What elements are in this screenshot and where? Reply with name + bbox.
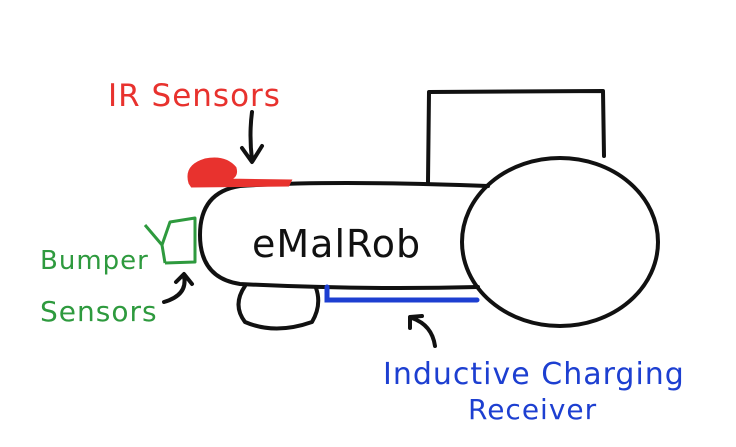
top-box: [426, 89, 606, 184]
charging-receiver: [324, 284, 480, 303]
bumper-sensor: [143, 216, 197, 265]
bumper-label-line1: Bumper: [40, 246, 149, 276]
bumper-arrow: [162, 272, 194, 304]
big-wheel: [460, 156, 660, 328]
charging-label-line2: Receiver: [468, 393, 598, 426]
charging-arrow: [408, 314, 437, 348]
charging-label-line1: Inductive Charging: [383, 357, 685, 392]
ir-sensors-label: IR Sensors: [108, 78, 281, 114]
ir-arrow: [240, 110, 264, 164]
small-wheel: [236, 284, 321, 331]
ir-sensor: [187, 157, 293, 188]
robot-name-label: eMalRob: [252, 222, 422, 266]
bumper-label-line2: Sensors: [40, 295, 158, 328]
